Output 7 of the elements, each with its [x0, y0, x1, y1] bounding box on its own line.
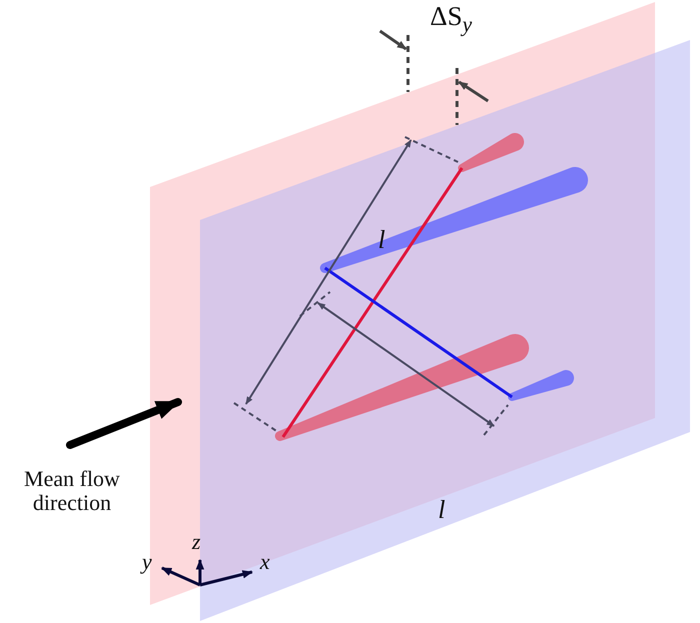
axis-label: x	[260, 550, 270, 574]
axis-label: y	[142, 550, 152, 574]
flow-label: Mean flow direction	[23, 467, 121, 516]
dimension-label: ΔS$_{y}$	[430, 2, 472, 38]
axis-label: z	[192, 530, 201, 554]
dimension-label: l	[378, 226, 386, 255]
dimension-label: l	[438, 496, 446, 525]
